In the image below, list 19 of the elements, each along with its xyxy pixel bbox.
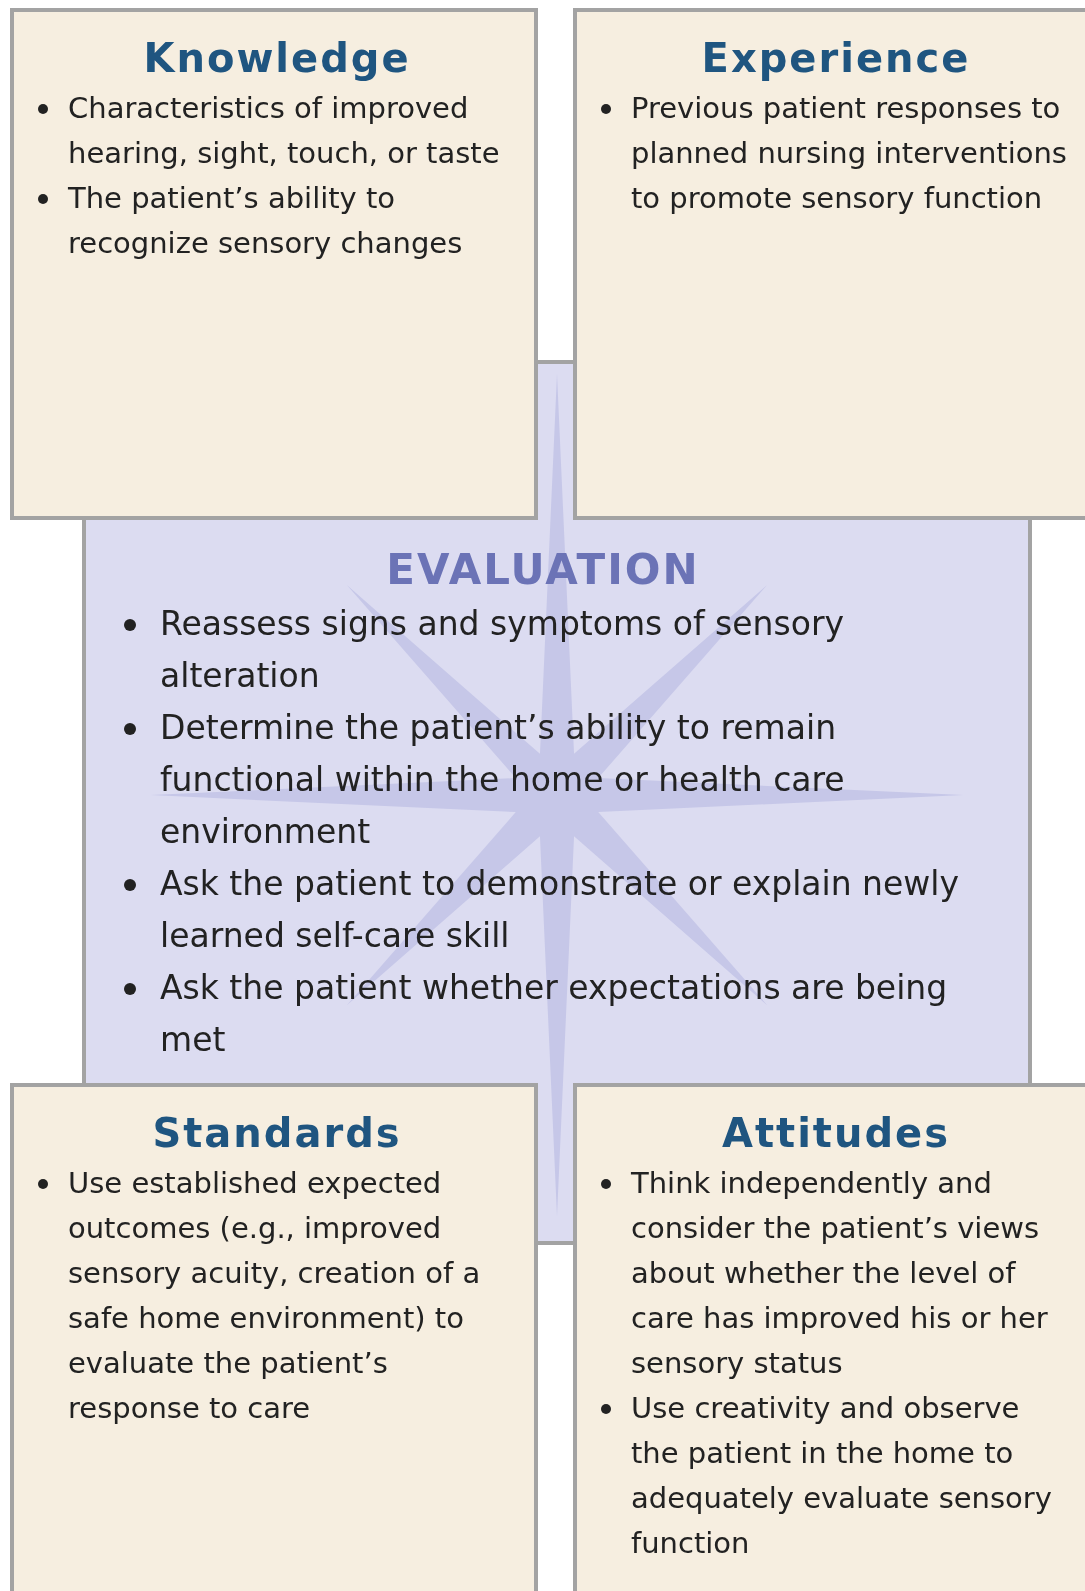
bullet-text: Use creativity and observe the patient in the home to adequately evaluate sensory function — [631, 1391, 1052, 1560]
category-box — [573, 1083, 1085, 1591]
category-box — [573, 8, 1085, 520]
bullet-text: Reassess signs and symptoms of sensory alteration — [160, 604, 844, 695]
bullet-text: Determine the patient’s ability to remain functional within the home or health care environment — [160, 708, 845, 851]
bullet-text: Previous patient responses to planned nursing interventions to promote sensory function — [631, 91, 1067, 215]
box-heading: Attitudes — [720, 1109, 952, 1158]
box-heading: Experience — [700, 34, 972, 83]
bullet-text: Ask the patient whether expectations are being met — [160, 968, 948, 1059]
box-heading: EVALUATION — [385, 544, 701, 596]
bullet-text: The patient’s ability to recognize sensory changes — [68, 181, 463, 260]
box-heading: Standards — [151, 1109, 403, 1158]
bullet-text: Think independently and consider the patient’s views about whether the level of care has improved his or her sensory status — [631, 1166, 1048, 1380]
category-box — [10, 8, 538, 520]
bullet-text: Use established expected outcomes (e.g., improved sensory acuity, creation of a safe home environment) to evaluate the patient’s response to care — [68, 1166, 481, 1425]
bullet-text: Characteristics of improved hearing, sight, touch, or taste — [68, 91, 500, 170]
bullet-text: Ask the patient to demonstrate or explain newly learned self-care skill — [160, 864, 960, 955]
category-box — [10, 1083, 538, 1591]
box-heading: Knowledge — [142, 34, 412, 83]
